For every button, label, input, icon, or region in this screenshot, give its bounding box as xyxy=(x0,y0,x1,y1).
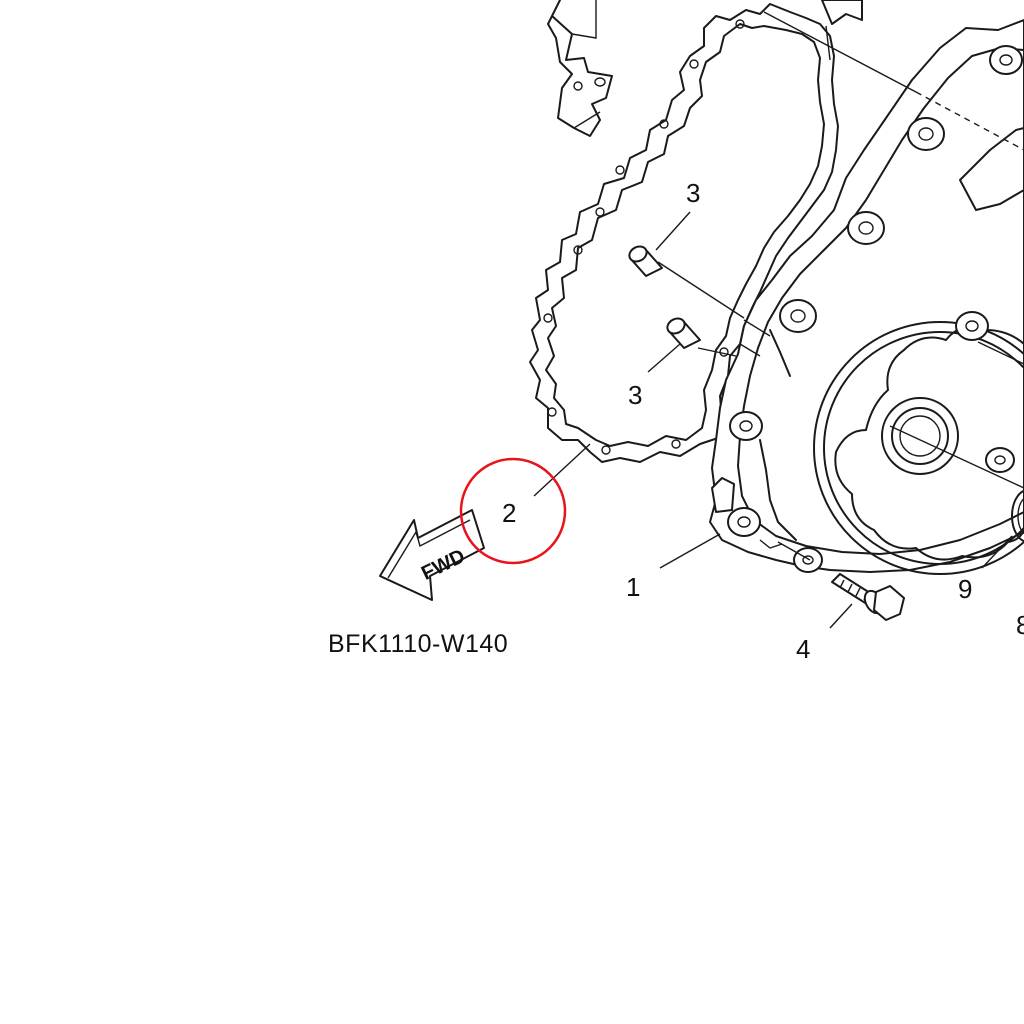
cover-bosses xyxy=(727,45,1023,573)
callout-3-upper: 3 xyxy=(686,178,700,208)
top-tab-part xyxy=(821,0,863,25)
callout-leaders xyxy=(533,211,1013,629)
callout-9: 9 xyxy=(958,574,972,604)
drawing-code: BFK1110-W140 xyxy=(328,630,508,658)
callout-1: 1 xyxy=(626,572,640,602)
dowel-pin-upper xyxy=(628,245,663,277)
bracket-part xyxy=(547,0,613,137)
callout-8-partial: 8 xyxy=(1016,610,1024,640)
highlight-circle xyxy=(459,457,567,565)
alignment-lines xyxy=(657,11,1024,561)
callout-3-lower: 3 xyxy=(628,380,642,410)
dowel-pin-lower xyxy=(666,317,701,349)
callout-2: 2 xyxy=(502,498,516,528)
forward-direction-arrow: FWD xyxy=(379,509,485,601)
flange-bolt xyxy=(831,573,905,621)
o-ring xyxy=(1011,489,1024,543)
crankcase-cover xyxy=(709,19,1024,575)
cover-gasket xyxy=(529,3,839,463)
callout-4: 4 xyxy=(796,634,810,664)
